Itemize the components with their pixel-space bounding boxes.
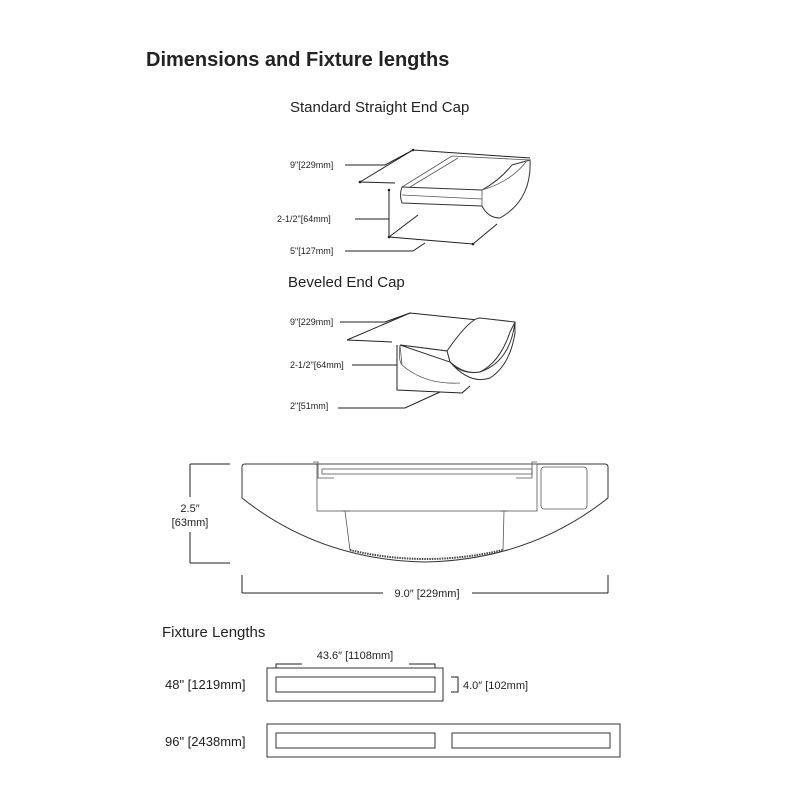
cross-section-diagram: 2.5″ [63mm] 9.0″ [229mm] <box>172 461 609 600</box>
beveled-cap-height: 2-1/2"[64mm] <box>290 360 344 370</box>
section-width: 9.0″ [229mm] <box>394 588 459 600</box>
straight-cap-height: 2-1/2"[64mm] <box>277 214 331 224</box>
section-height-mm: [63mm] <box>172 517 209 529</box>
beveled-cap-length: 9"[229mm] <box>290 317 333 327</box>
fixture-96-label: 96" [2438mm] <box>165 734 246 749</box>
fixture-lengths-diagram: Fixture Lengths 43.6″ [1108mm] 48" [1219… <box>162 624 621 758</box>
straight-cap-length: 9"[229mm] <box>290 160 333 170</box>
fixture-48-label: 48" [1219mm] <box>165 677 246 692</box>
beveled-cap-depth: 2"[51mm] <box>290 401 328 411</box>
straight-end-cap-diagram: Standard Straight End Cap 9"[229mm] 2-1/… <box>277 99 531 256</box>
fixture-width: 4.0″ [102mm] <box>463 680 528 692</box>
page-title: Dimensions and Fixture lengths <box>146 49 449 71</box>
beveled-end-cap-diagram: Beveled End Cap 9"[229mm] 2-1/2"[64mm] 2… <box>288 274 516 411</box>
section-height-in: 2.5″ <box>180 503 199 515</box>
lens-length: 43.6″ [1108mm] <box>317 650 393 662</box>
beveled-cap-heading: Beveled End Cap <box>288 274 405 291</box>
straight-cap-heading: Standard Straight End Cap <box>290 99 469 116</box>
straight-cap-depth: 5"[127mm] <box>290 246 333 256</box>
fixture-lengths-heading: Fixture Lengths <box>162 624 265 641</box>
